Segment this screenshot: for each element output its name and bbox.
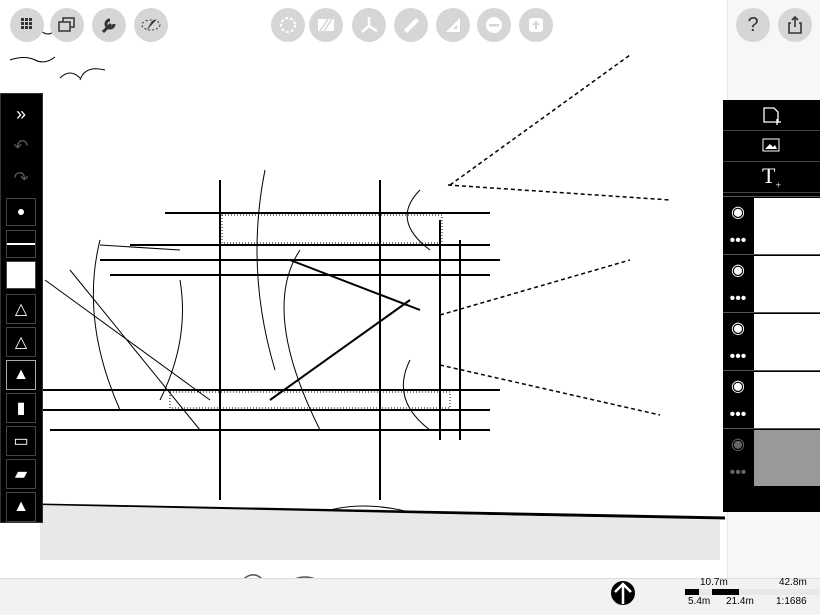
paint-roller-icon: ▭ <box>13 433 29 450</box>
eraser-icon: ▰ <box>14 466 28 483</box>
layers-button[interactable] <box>50 8 84 42</box>
layer-thumbnail[interactable] <box>754 372 820 428</box>
scale-label-5-4: 5.4m <box>688 596 711 607</box>
eye-icon[interactable]: ◉ <box>731 203 745 221</box>
paint-roller-button[interactable]: ▭ <box>6 426 36 456</box>
layer-thumbnail[interactable] <box>754 256 820 312</box>
color-swatch-button[interactable] <box>6 261 36 289</box>
dot-icon <box>18 209 24 215</box>
image-import-button[interactable] <box>519 8 553 42</box>
ruler-button[interactable] <box>394 8 428 42</box>
set-square-button[interactable] <box>436 8 470 42</box>
undo-button[interactable]: ↶ <box>6 134 36 158</box>
right-panel: T+ ◉ ••• ◉ ••• ◉ ••• ◉ ••• ◉ ••• <box>723 100 820 512</box>
line-weight-button[interactable] <box>6 230 36 258</box>
scale-label-21-4: 21.4m <box>726 596 754 607</box>
lasso-button[interactable] <box>134 8 168 42</box>
transform-icon <box>280 17 296 33</box>
transform-button[interactable] <box>271 8 305 42</box>
image-import-icon <box>529 18 543 32</box>
grid-menu-icon <box>21 18 32 29</box>
collapse-button[interactable]: » <box>6 104 36 125</box>
eye-icon[interactable]: ◉ <box>731 261 745 279</box>
scale-label-42-8: 42.8m <box>779 577 807 588</box>
undo-icon: ↶ <box>13 135 29 156</box>
layer-thumbnail[interactable] <box>754 198 820 254</box>
help-button[interactable]: ? <box>736 8 770 42</box>
layer-5-hidden[interactable]: ◉ ••• <box>723 428 820 486</box>
wrench-icon <box>101 18 116 34</box>
highlighter-button[interactable]: ▮ <box>6 393 36 423</box>
share-button[interactable] <box>778 8 812 42</box>
hatch-icon <box>318 18 334 32</box>
scale-bar <box>685 589 820 595</box>
layer-3[interactable]: ◉ ••• <box>723 312 820 370</box>
highlighter-icon: ▮ <box>16 400 26 417</box>
pen-marker-icon: ▲ <box>13 366 29 383</box>
layers-windows-icon <box>58 17 75 32</box>
eye-icon[interactable]: ◉ <box>731 377 745 395</box>
add-text-button[interactable]: T+ <box>723 162 820 193</box>
scale-ratio: 1:1686 <box>776 596 807 607</box>
layer-4[interactable]: ◉ ••• <box>723 370 820 428</box>
grid-menu-button[interactable] <box>10 8 44 42</box>
more-icon[interactable]: ••• <box>729 347 747 365</box>
more-icon[interactable]: ••• <box>729 231 747 249</box>
ruler-icon <box>404 18 419 33</box>
line-weight-icon <box>7 243 35 245</box>
add-image-button[interactable] <box>723 131 820 162</box>
brush-pen-button[interactable]: ▲ <box>6 492 36 522</box>
lasso-select-icon <box>141 19 161 31</box>
add-text-icon: T+ <box>761 162 782 192</box>
minus-circle-icon <box>486 17 502 33</box>
left-toolbar: » ↶ ↷ △ △ ▲ ▮ ▭ ▰ ▲ <box>0 93 43 523</box>
redo-icon: ↷ <box>13 167 29 188</box>
more-icon[interactable]: ••• <box>729 405 747 423</box>
north-arrow-icon[interactable] <box>610 580 636 606</box>
layer-thumbnail[interactable] <box>754 430 820 486</box>
hatch-button[interactable] <box>309 8 343 42</box>
new-page-icon <box>762 107 781 125</box>
help-label: ? <box>747 13 759 36</box>
layer-2[interactable]: ◉ ••• <box>723 254 820 312</box>
add-image-icon <box>762 138 779 152</box>
double-chevron-right-icon: » <box>15 104 26 124</box>
layer-1[interactable]: ◉ ••• <box>723 196 820 254</box>
perspective-icon <box>361 17 378 33</box>
share-icon <box>788 15 802 34</box>
pen-marker-button[interactable]: ▲ <box>6 360 36 390</box>
brush-pen-icon: ▲ <box>13 498 29 515</box>
scale-label-10-7: 10.7m <box>700 577 728 588</box>
eraser-button[interactable]: ▰ <box>6 459 36 489</box>
pen-fine-icon: △ <box>14 301 28 318</box>
new-page-button[interactable] <box>723 100 820 131</box>
pen-fine-button[interactable]: △ <box>6 294 36 324</box>
perspective-button[interactable] <box>352 8 386 42</box>
pen-tech-button[interactable]: △ <box>6 327 36 357</box>
layer-thumbnail[interactable] <box>754 314 820 370</box>
redo-button[interactable]: ↷ <box>6 166 36 190</box>
more-icon[interactable]: ••• <box>729 289 747 307</box>
more-icon[interactable]: ••• <box>729 463 747 481</box>
minus-button[interactable] <box>477 8 511 42</box>
set-square-icon <box>446 18 460 32</box>
eye-icon[interactable]: ◉ <box>731 319 745 337</box>
eye-icon[interactable]: ◉ <box>731 435 745 453</box>
dot-size-button[interactable] <box>6 198 36 226</box>
pen-tech-icon: △ <box>14 334 28 351</box>
bottom-bar <box>0 578 820 615</box>
settings-button[interactable] <box>92 8 126 42</box>
